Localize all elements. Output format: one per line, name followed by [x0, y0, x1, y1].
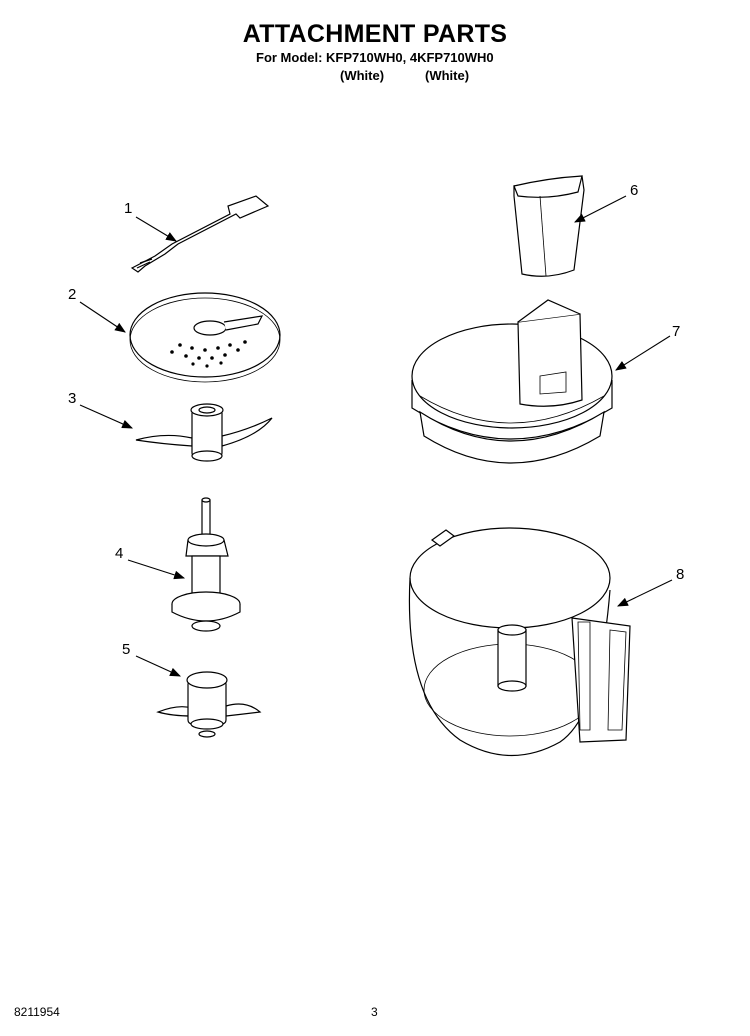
part-2-disc — [129, 292, 281, 383]
callout-4: 4 — [115, 545, 124, 562]
page-title: ATTACHMENT PARTS — [242, 20, 508, 48]
part-5-mini-blade — [156, 671, 262, 738]
callout-7: 7 — [672, 323, 681, 340]
callout-5: 5 — [122, 641, 131, 658]
part-1-spatula — [130, 195, 270, 273]
callout-3: 3 — [68, 390, 77, 407]
callout-6: 6 — [630, 182, 639, 199]
callout-leaders — [79, 195, 673, 677]
page-number: 3 — [371, 1005, 378, 1019]
part-6-pusher — [513, 175, 585, 277]
callout-2: 2 — [68, 286, 77, 303]
document-number: 8211954 — [14, 1005, 60, 1019]
part-3-blade — [135, 403, 273, 462]
model-color-2: (White) — [425, 68, 470, 83]
model-line: For Model: KFP710WH0, 4KFP710WH0 — [256, 50, 494, 65]
callout-1: 1 — [124, 200, 133, 217]
model-color-1: (White) — [340, 68, 385, 83]
part-7-lid — [411, 299, 613, 464]
part-4-stem — [171, 497, 241, 632]
part-8-bowl — [408, 527, 631, 757]
callout-8: 8 — [676, 566, 685, 583]
